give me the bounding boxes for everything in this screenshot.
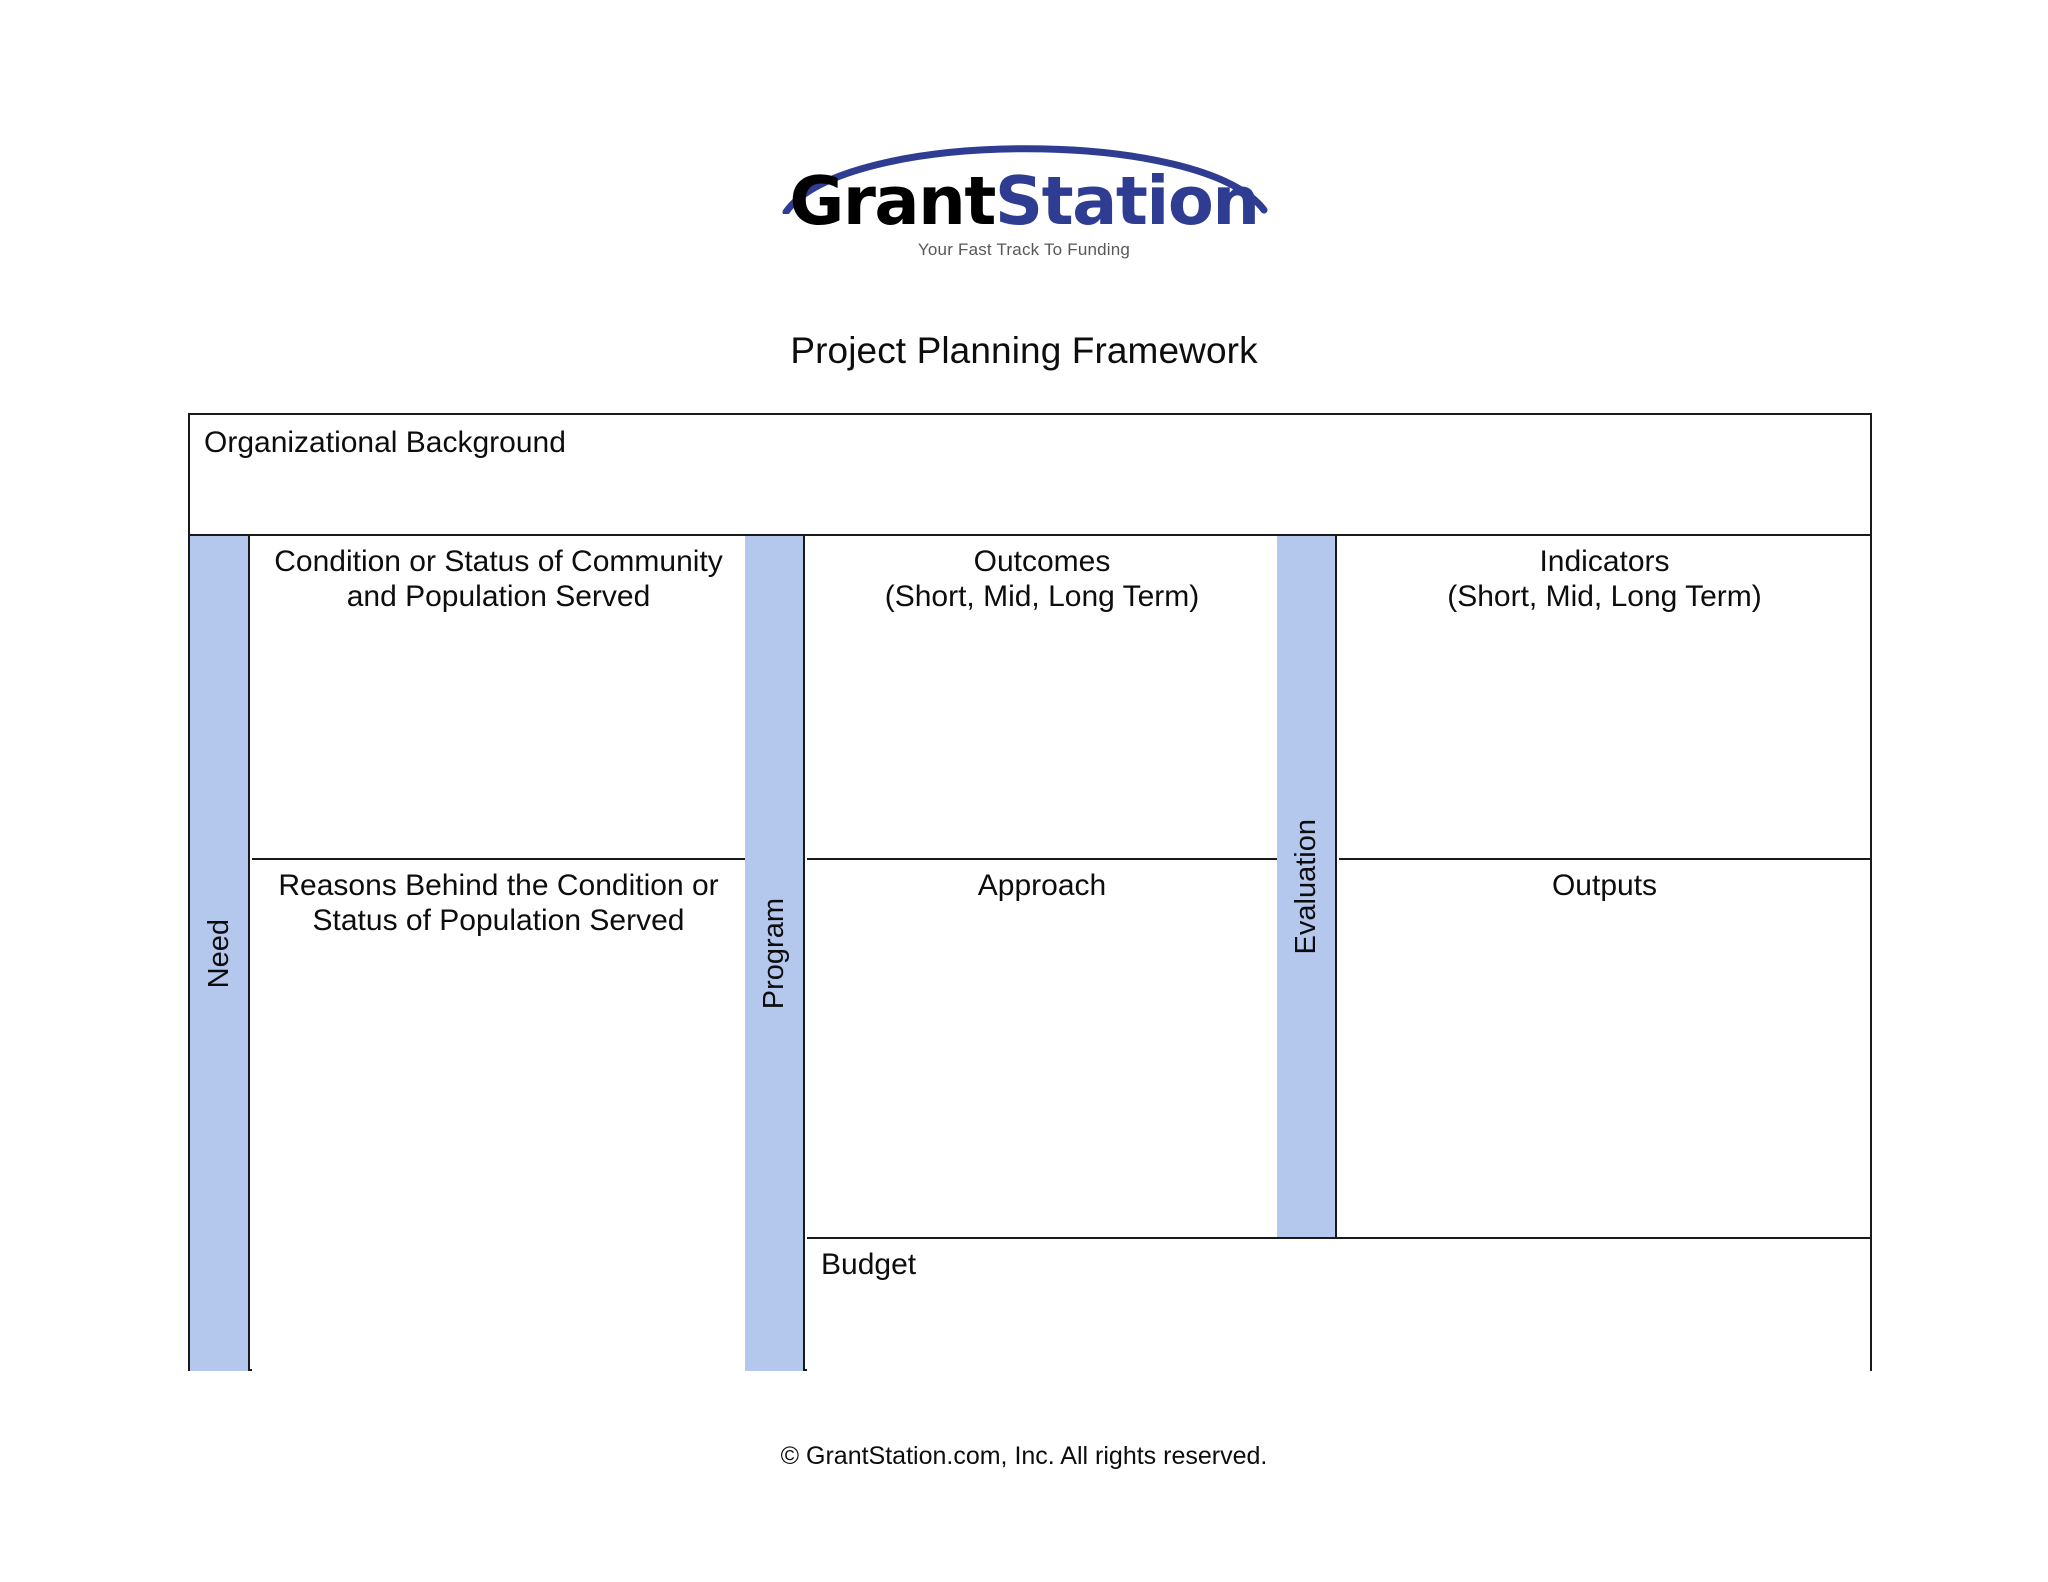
page-title: Project Planning Framework: [790, 330, 1258, 371]
cell-outputs-label: Outputs: [1551, 869, 1658, 902]
cell-indicators: Indicators (Short, Mid, Long Term): [1339, 536, 1870, 860]
spine-evaluation-label: Evaluation: [1289, 818, 1322, 955]
cell-outcomes-label: Outcomes (Short, Mid, Long Term): [884, 545, 1200, 613]
spine-need: Need: [190, 536, 250, 1371]
framework-body: Need Program Evaluation Condition or Sta…: [190, 536, 1870, 1371]
logo-word-grant: Grant: [789, 162, 996, 240]
cell-reasons-label: Reasons Behind the Condition or Status o…: [278, 869, 719, 937]
cell-budget-label: Budget: [821, 1248, 917, 1281]
spine-program: Program: [745, 536, 805, 1371]
cell-approach-label: Approach: [977, 869, 1107, 902]
copyright-footer: © GrantStation.com, Inc. All rights rese…: [780, 1442, 1268, 1470]
logo-word-station: Station: [994, 162, 1260, 240]
spine-evaluation: Evaluation: [1277, 536, 1337, 1237]
spine-program-label: Program: [757, 897, 790, 1010]
cell-indicators-label: Indicators (Short, Mid, Long Term): [1447, 545, 1762, 613]
spine-need-label: Need: [202, 918, 235, 989]
cell-reasons-behind-condition: Reasons Behind the Condition or Status o…: [252, 860, 745, 1371]
project-planning-framework-grid: Organizational Background Need Program E…: [188, 413, 1872, 1371]
logo-inner: GrantStation Your Fast Track To Funding: [764, 118, 1284, 268]
organizational-background-label: Organizational Background: [204, 426, 566, 459]
grantstation-logo: GrantStation Your Fast Track To Funding: [0, 118, 2048, 273]
organizational-background-cell: Organizational Background: [190, 415, 1870, 536]
logo-arc-icon: [782, 145, 1268, 214]
cell-condition-label: Condition or Status of Community and Pop…: [274, 545, 723, 613]
logo-tagline: Your Fast Track To Funding: [917, 240, 1131, 259]
cell-approach: Approach: [807, 860, 1277, 1237]
logo-wordmark: GrantStation: [764, 168, 1284, 235]
cell-outcomes: Outcomes (Short, Mid, Long Term): [807, 536, 1277, 860]
cell-condition-or-status: Condition or Status of Community and Pop…: [252, 536, 745, 860]
cell-budget: Budget: [807, 1237, 1870, 1371]
cell-outputs: Outputs: [1339, 860, 1870, 1237]
